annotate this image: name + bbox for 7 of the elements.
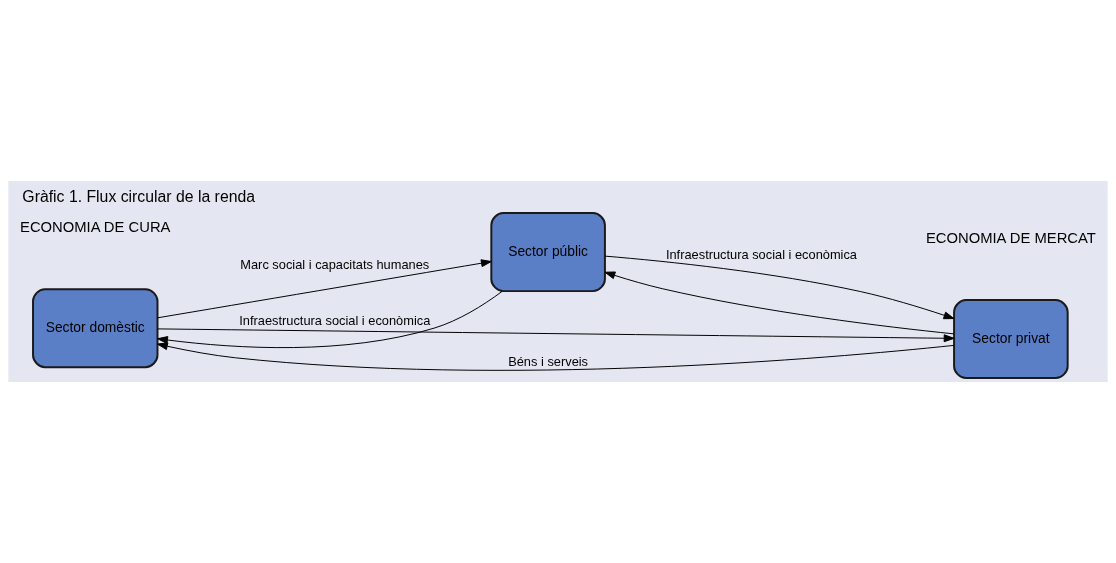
edge-label: Béns i serveis [508,354,589,370]
edge-label: Infraestructura social i econòmica [239,312,431,328]
edge-label: Infraestructura social i econòmica [665,247,858,263]
label: ECONOMIA DE CURA [20,218,171,235]
diagram-title: Gràfic 1. Flux circular de la renda [22,187,256,205]
label: ECONOMIA DE MERCAT [925,229,1096,246]
edge-label: Marc social i capacitats humanes [240,257,430,273]
